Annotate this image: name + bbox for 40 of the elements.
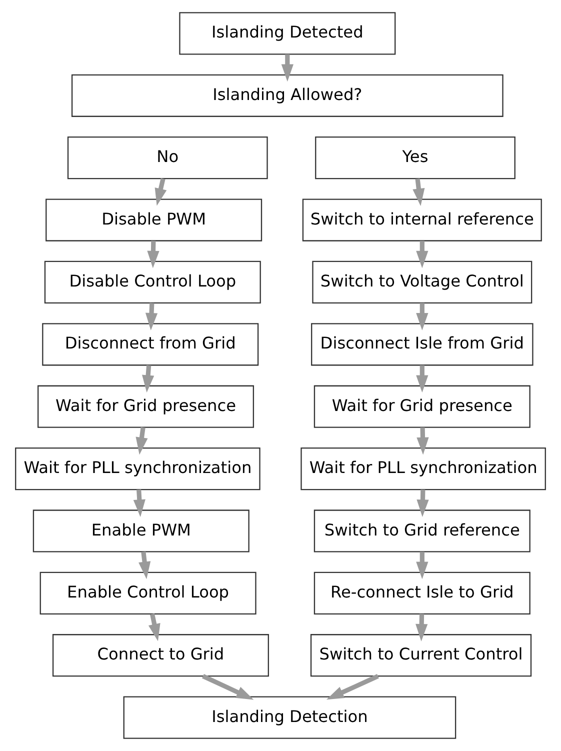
arrow	[416, 240, 428, 268]
arrow	[148, 613, 160, 642]
arrow	[138, 551, 151, 580]
arrow	[416, 614, 428, 642]
node-box: Connect to Grid	[52, 634, 269, 677]
node-box: Wait for PLL synchronization	[300, 447, 546, 490]
node-box: Yes	[315, 136, 516, 180]
node-box: Islanding Detected	[179, 12, 396, 55]
arrow	[145, 302, 158, 330]
node-box: Islanding Detection	[123, 696, 456, 739]
arrow	[326, 674, 379, 700]
node-box: Wait for Grid presence	[37, 385, 254, 428]
node-box: Switch to Current Control	[310, 634, 532, 677]
node-box: Wait for PLL synchronization	[15, 447, 260, 490]
arrow	[416, 302, 428, 330]
node-box: Re-connect Isle to Grid	[314, 572, 530, 614]
arrow	[416, 552, 428, 580]
arrow	[412, 178, 425, 206]
node-box: Switch to internal reference	[302, 198, 542, 242]
arrow	[147, 240, 160, 268]
node-box: Enable Control Loop	[40, 572, 256, 614]
node-box: Wait for Grid presence	[314, 385, 530, 428]
node-box: Disconnect from Grid	[42, 323, 259, 366]
arrow	[281, 54, 294, 82]
node-box: Disconnect Isle from Grid	[311, 323, 534, 366]
node-box: No	[67, 136, 268, 180]
arrow	[202, 674, 254, 700]
node-box: Disable PWM	[46, 198, 262, 242]
arrow	[136, 427, 148, 455]
arrow	[416, 427, 429, 455]
node-box: Islanding Allowed?	[71, 74, 504, 117]
arrow	[142, 365, 154, 393]
node-box: Switch to Voltage Control	[312, 260, 532, 304]
arrow	[416, 365, 428, 393]
node-box: Enable PWM	[32, 510, 250, 552]
arrow	[154, 178, 167, 206]
node-box: Disable Control Loop	[44, 260, 261, 304]
arrow	[416, 490, 429, 517]
arrow	[133, 489, 146, 517]
node-box: Switch to Grid reference	[314, 510, 530, 552]
